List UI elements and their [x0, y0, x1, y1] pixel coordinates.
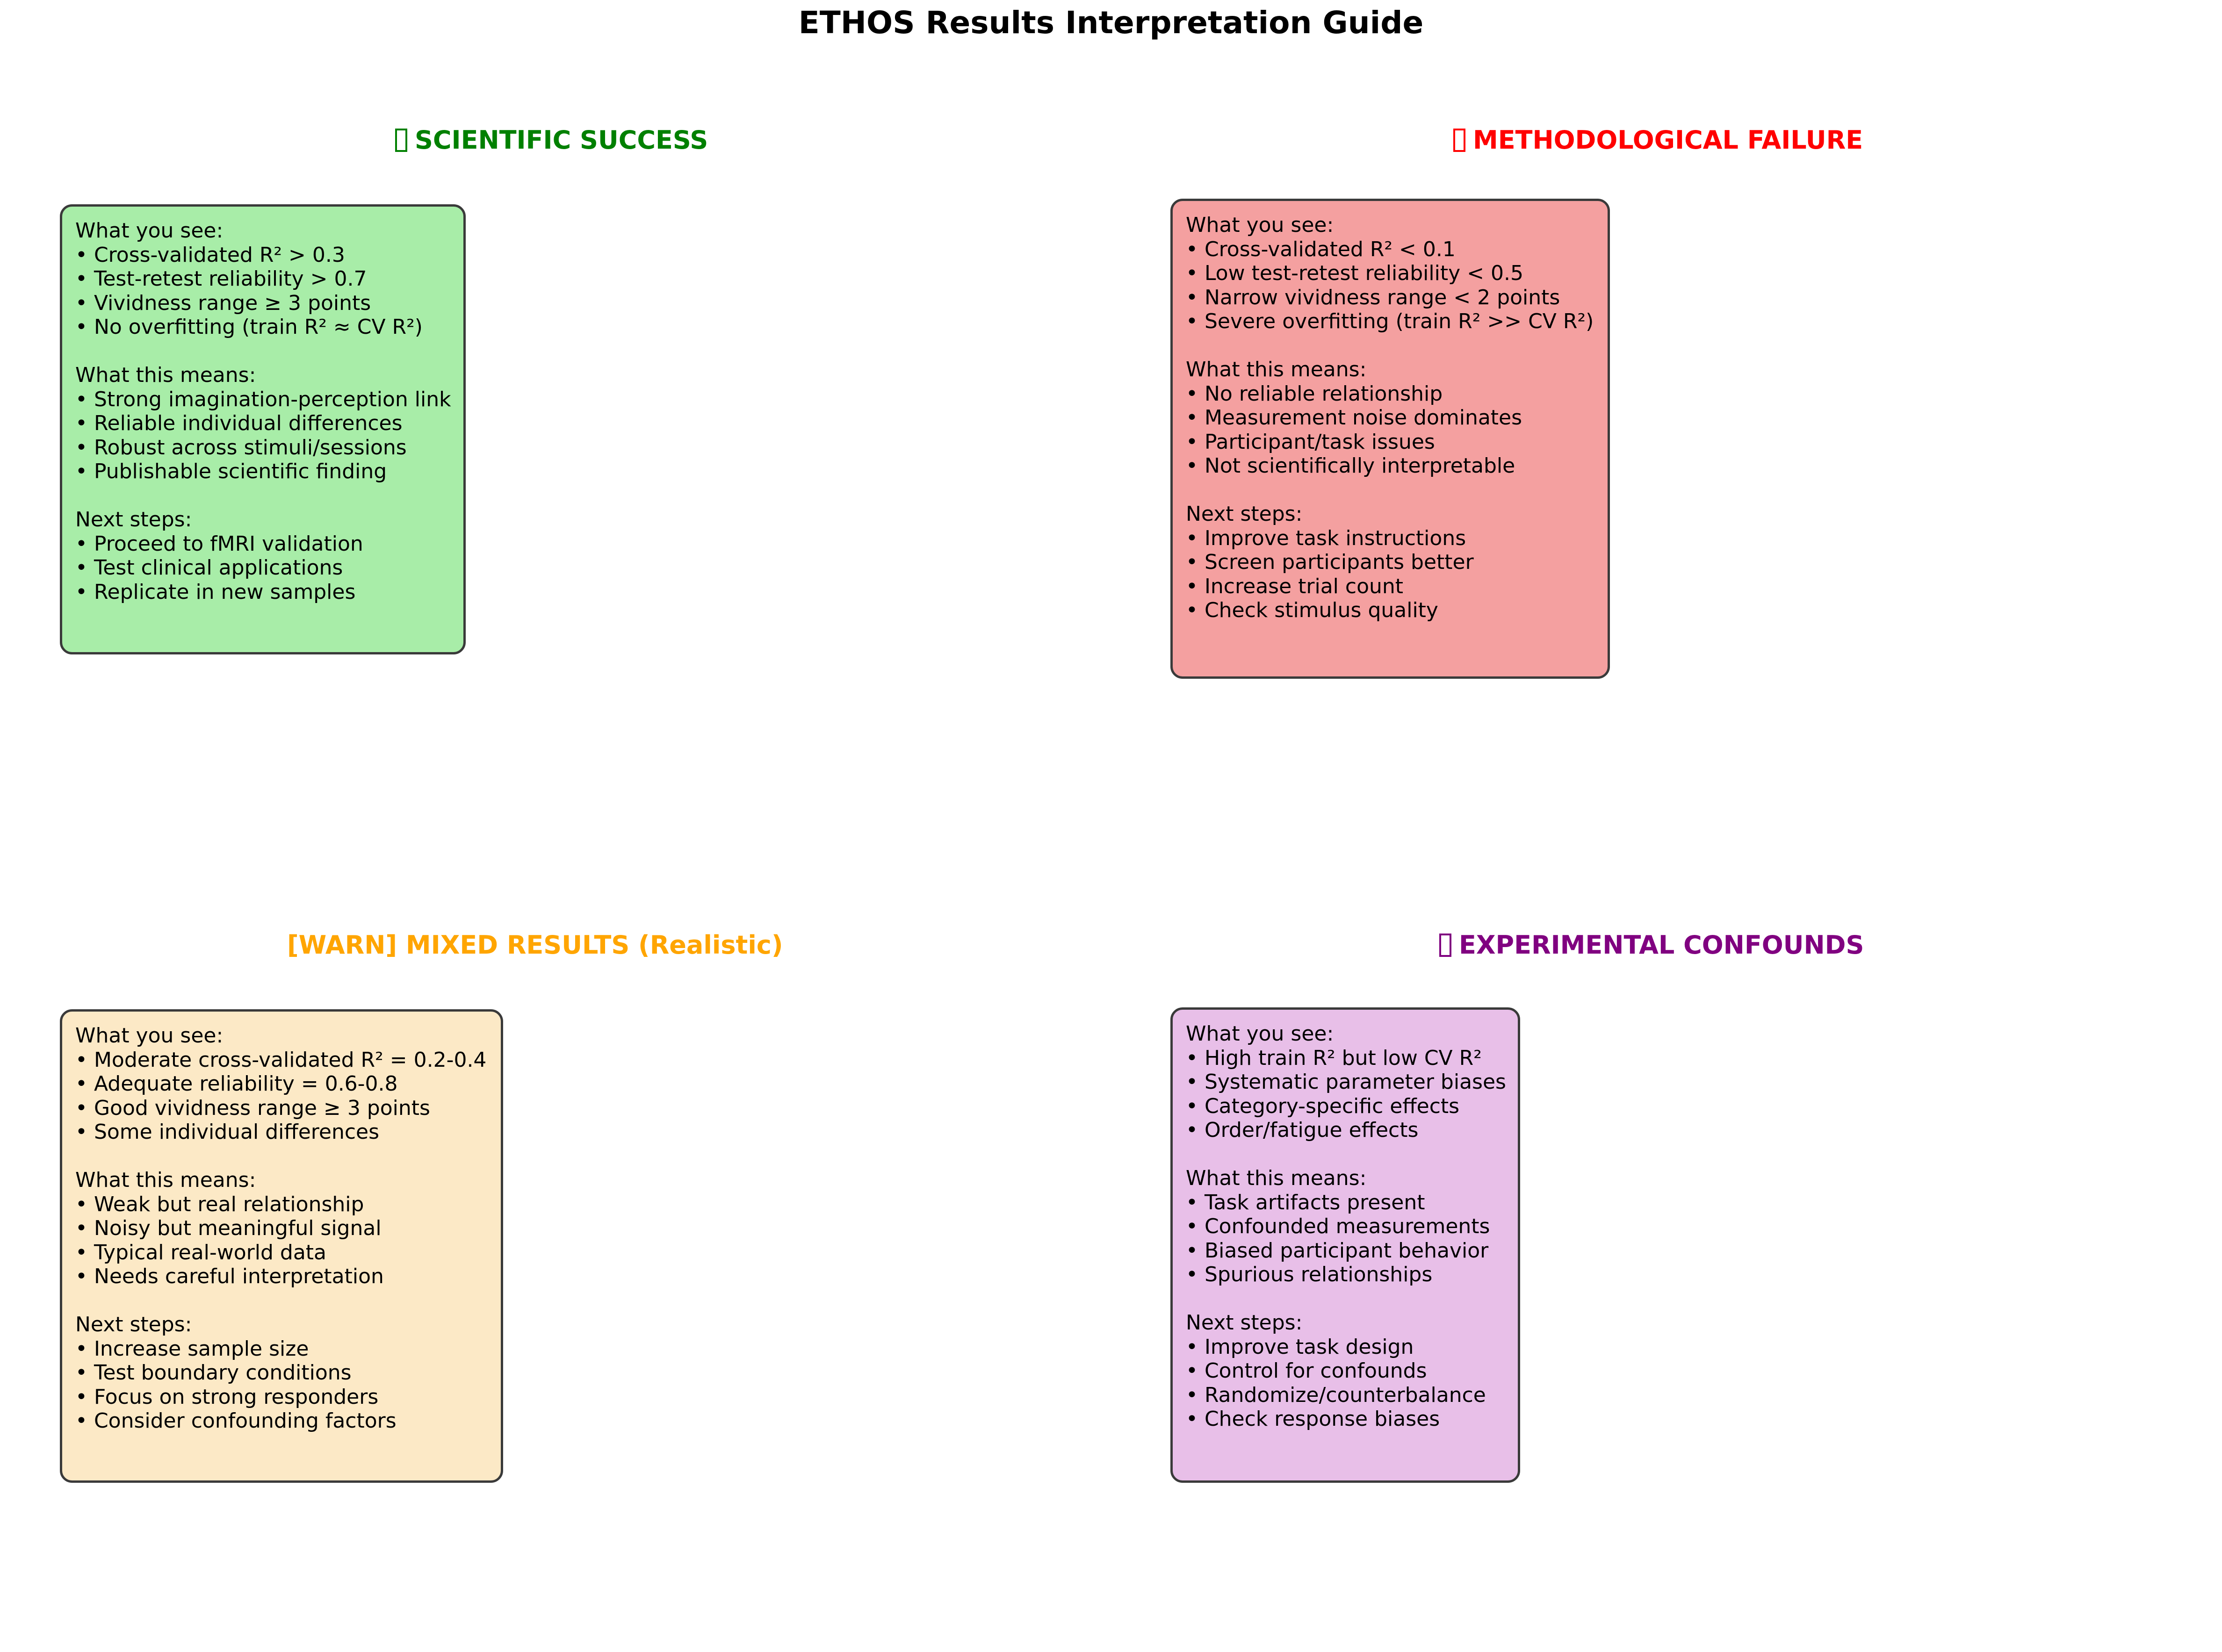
panel-header-label: SCIENTIFIC SUCCESS [415, 125, 708, 155]
card-methodological-failure: What you see: • Cross-validated R² < 0.1… [1170, 199, 1610, 679]
panel-header-methodological-failure: METHODOLOGICAL FAILURE [1453, 125, 1863, 155]
page-title: ETHOS Results Interpretation Guide [798, 5, 1424, 41]
panel-header-mixed-results: [WARN] MIXED RESULTS (Realistic) [287, 930, 783, 960]
panel-header-label: [WARN] MIXED RESULTS (Realistic) [287, 930, 783, 960]
panel-header-scientific-success: SCIENTIFIC SUCCESS [395, 125, 708, 155]
card-mixed-results: What you see: • Moderate cross-validated… [60, 1009, 503, 1483]
card-scientific-success: What you see: • Cross-validated R² > 0.3… [60, 204, 466, 654]
panel-header-label: EXPERIMENTAL CONFOUNDS [1459, 930, 1864, 960]
missing-glyph-box-icon [1453, 129, 1465, 152]
missing-glyph-box-icon [1439, 934, 1451, 957]
missing-glyph-box-icon [395, 129, 407, 152]
card-experimental-confounds: What you see: • High train R² but low CV… [1170, 1007, 1520, 1483]
panel-header-label: METHODOLOGICAL FAILURE [1473, 125, 1863, 155]
panel-header-experimental-confounds: EXPERIMENTAL CONFOUNDS [1439, 930, 1864, 960]
